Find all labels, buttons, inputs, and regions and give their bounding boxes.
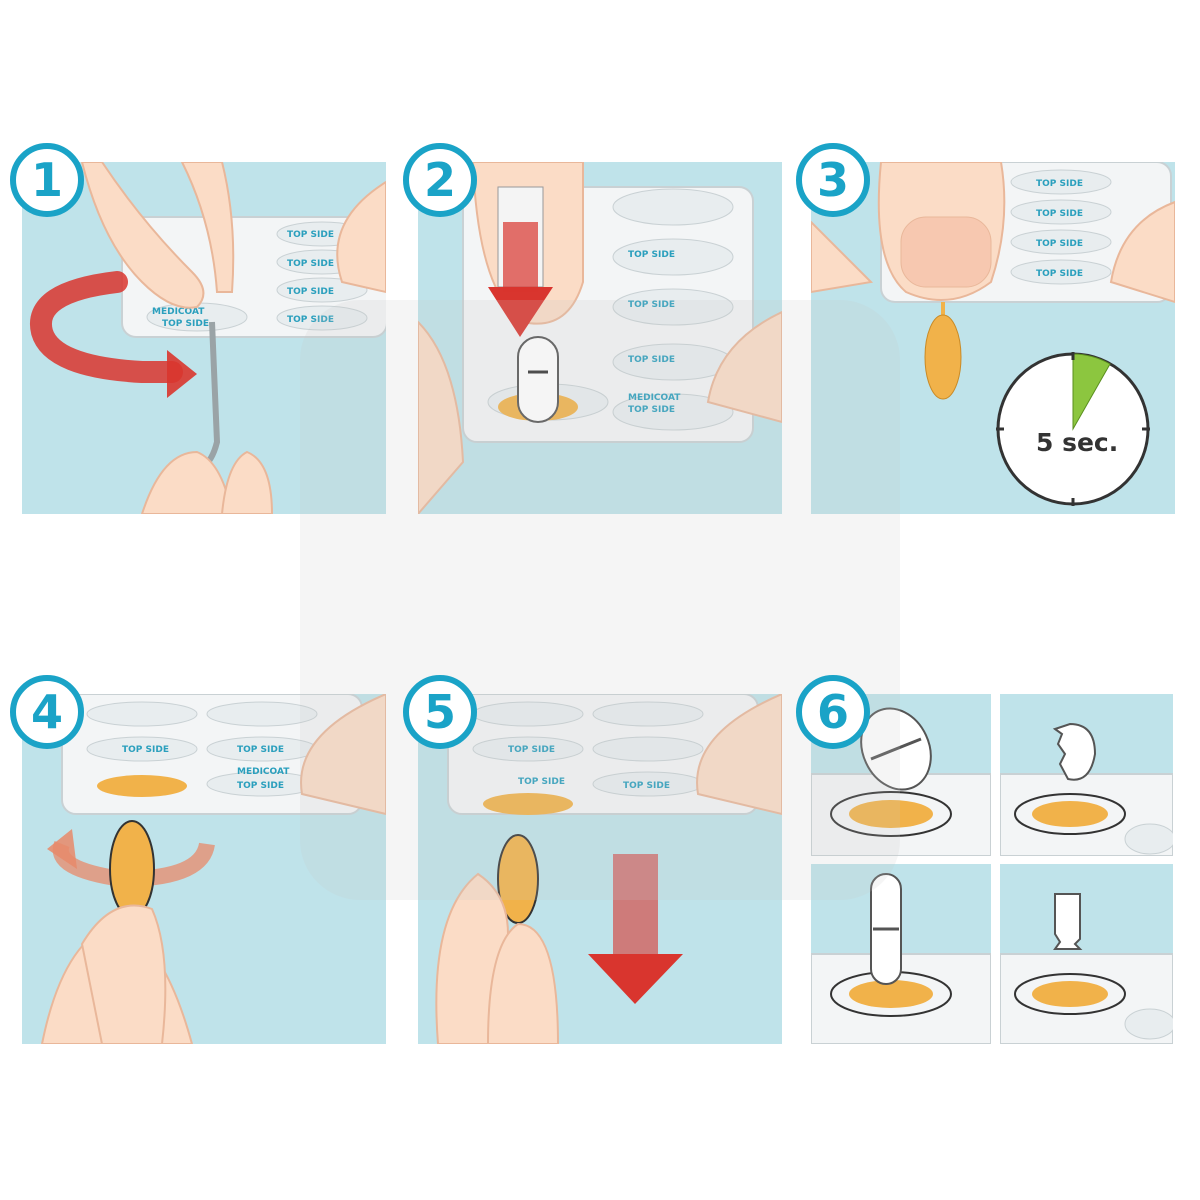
blister-cells [472, 701, 704, 797]
blister-brand: MEDICOAT [628, 393, 681, 403]
tablet-half [1053, 893, 1083, 950]
blister-label: TOP SIDE [1036, 239, 1083, 249]
blister-label: TOP SIDE [518, 777, 565, 787]
step-6-badge: 6 [796, 675, 870, 749]
blister-label: TOP SIDE [287, 315, 334, 325]
finger [300, 694, 386, 816]
red-arrow [30, 271, 183, 383]
capsule-spot [849, 800, 933, 828]
blister-label: TOP SIDE [508, 745, 555, 755]
blister-label: TOP SIDE [237, 745, 284, 755]
finger [696, 694, 782, 816]
step-3-badge: 3 [796, 143, 870, 217]
blister-label: TOP SIDE [628, 405, 675, 415]
finger [811, 220, 874, 294]
step-5-illustration: TOP SIDE TOP SIDE TOP SIDE [435, 694, 782, 1044]
panel-step-3: TOP SIDE TOP SIDE TOP SIDE TOP SIDE 5 se… [811, 162, 1175, 514]
step-2-illustration: TOP SIDE TOP SIDE TOP SIDE TOP SIDE MEDI… [418, 162, 782, 514]
step-5-badge: 5 [403, 675, 477, 749]
blister-label: TOP SIDE [623, 781, 670, 791]
finger [140, 450, 234, 514]
capsule-spot [1032, 981, 1108, 1007]
blister-label: TOP SIDE [1036, 269, 1083, 279]
panel-step-2: TOP SIDE TOP SIDE TOP SIDE TOP SIDE MEDI… [418, 162, 782, 514]
blister-label: TOP SIDE [1036, 209, 1083, 219]
thumbnail [900, 216, 992, 288]
finger [336, 180, 386, 294]
panel-step-4: TOP SIDE TOP SIDE TOP SIDE MEDICOAT [22, 694, 386, 1044]
blister-label: TOP SIDE [287, 259, 334, 269]
panel-step-1: TOP SIDE TOP SIDE TOP SIDE TOP SIDE MEDI… [22, 162, 386, 514]
blister-label: TOP SIDE [287, 230, 334, 240]
blister-cells [146, 221, 368, 332]
timer-label: 5 sec. [1036, 428, 1119, 457]
step-6c-illustration [811, 873, 991, 1044]
tablet-half [1052, 722, 1097, 781]
panel-step-6b [1000, 694, 1173, 856]
blister-label: TOP SIDE [628, 250, 675, 260]
finger [80, 162, 205, 309]
finger [486, 922, 560, 1044]
step-1-badge: 1 [10, 143, 84, 217]
blister-brand: MEDICOAT [152, 307, 205, 317]
step-4-illustration: TOP SIDE TOP SIDE TOP SIDE MEDICOAT [40, 694, 386, 1044]
tablet [517, 336, 559, 423]
arrow-head [488, 287, 553, 337]
capsule-spot [1032, 801, 1108, 827]
panel-step-6c [811, 864, 991, 1044]
red-arrow [613, 854, 658, 954]
arrow-head [588, 954, 683, 1004]
blister-label: TOP SIDE [1036, 179, 1083, 189]
capsule [924, 314, 962, 400]
finger [180, 162, 235, 293]
blister-cells [1010, 169, 1112, 285]
blister-label: TOP SIDE [287, 287, 334, 297]
step-6b-illustration [1000, 722, 1173, 856]
capsule-spot [483, 793, 573, 815]
arrow-head [47, 829, 77, 869]
step-1-illustration: TOP SIDE TOP SIDE TOP SIDE TOP SIDE MEDI… [30, 162, 386, 514]
panel-step-5: TOP SIDE TOP SIDE TOP SIDE [418, 694, 782, 1044]
panel-step-6d [1000, 864, 1173, 1044]
finger [1109, 200, 1175, 304]
blister-label: TOP SIDE [162, 319, 209, 329]
arrow-head [167, 350, 197, 398]
finger [80, 904, 167, 1044]
blister-cells [86, 701, 318, 797]
blister-label: TOP SIDE [122, 745, 169, 755]
step-2-badge: 2 [403, 143, 477, 217]
capsule [109, 820, 155, 918]
blister-label: TOP SIDE [237, 781, 284, 791]
peeled-foil [200, 321, 221, 470]
blister-label: TOP SIDE [628, 300, 675, 310]
finger [418, 320, 465, 514]
capsule-spot [849, 980, 933, 1008]
finger [706, 310, 782, 424]
red-arrow [503, 222, 538, 292]
blister-label: TOP SIDE [628, 355, 675, 365]
step-4-badge: 4 [10, 675, 84, 749]
step-3-illustration: TOP SIDE TOP SIDE TOP SIDE TOP SIDE [811, 162, 1175, 506]
finger [220, 450, 274, 514]
step-6d-illustration [1000, 893, 1173, 1044]
blister-brand: MEDICOAT [237, 767, 290, 777]
step-6a-illustration [811, 707, 991, 856]
capsule-spot [97, 775, 187, 797]
